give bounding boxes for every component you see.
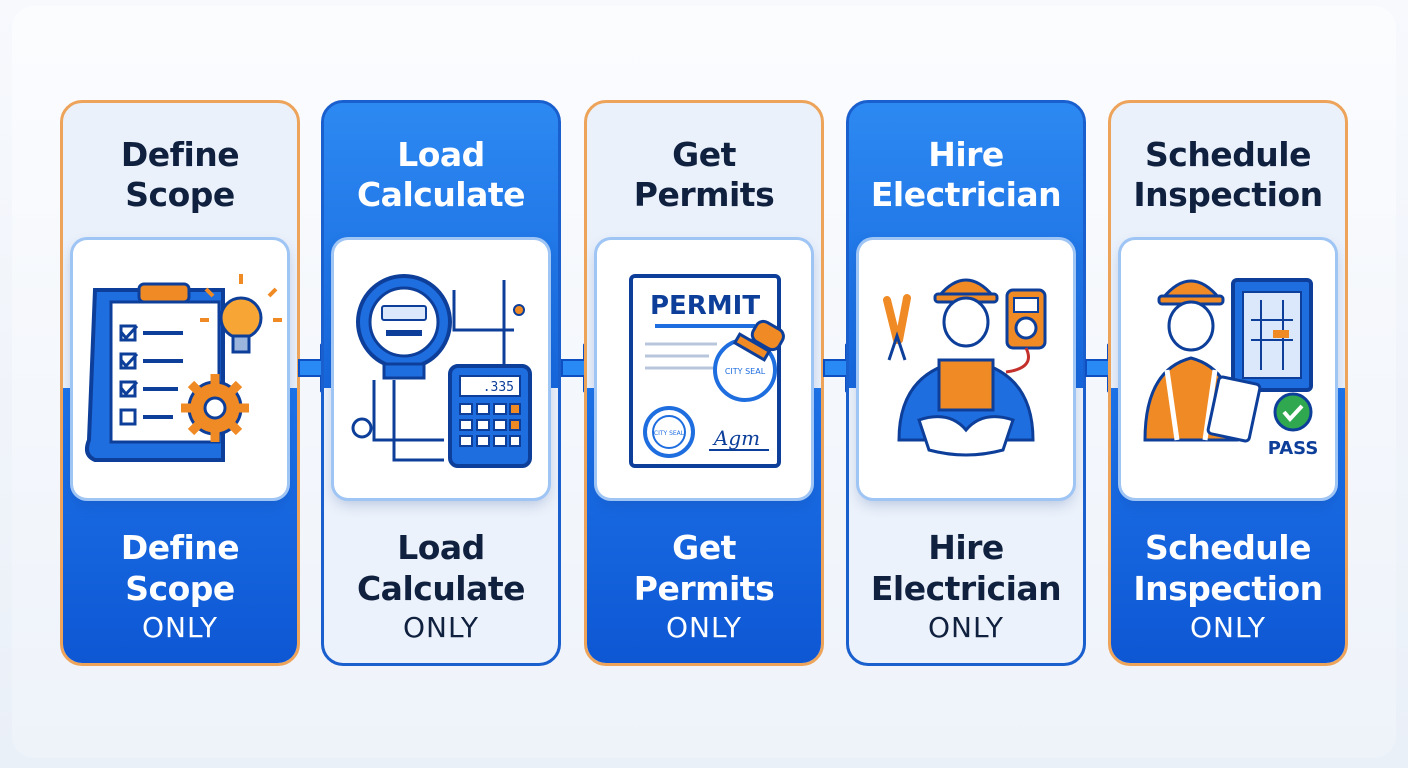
step-illustration bbox=[73, 240, 287, 498]
signature: Agm bbox=[712, 426, 760, 450]
step-label-line: Permits bbox=[633, 569, 775, 608]
only-label: ONLY bbox=[142, 611, 218, 644]
electrician-handshake-icon bbox=[883, 278, 1047, 457]
step-illustration: PERMIT CITY SEAL CITY SEAL Agm bbox=[597, 240, 811, 498]
only-label: ONLY bbox=[666, 611, 742, 644]
step-title-line: Hire bbox=[928, 135, 1004, 174]
step-title-line: Schedule bbox=[1144, 135, 1312, 174]
step-title-line: Inspection bbox=[1133, 175, 1323, 214]
step-card-get-permits: Get Permits PERMIT CITY SEAL CITY SEAL A… bbox=[584, 100, 824, 666]
step-title: Hire Electrician bbox=[849, 135, 1083, 215]
step-illustration bbox=[859, 240, 1073, 498]
stamp-text: CITY SEAL bbox=[725, 367, 766, 376]
step-card-schedule-inspection: Schedule Inspection PASS Schedule Inspec… bbox=[1108, 100, 1348, 666]
seal-text: CITY SEAL bbox=[654, 430, 685, 437]
step-title: Schedule Inspection bbox=[1111, 135, 1345, 215]
permit-document-icon: PERMIT CITY SEAL CITY SEAL Agm bbox=[629, 274, 785, 468]
step-label-line: Load bbox=[397, 528, 485, 567]
step-title: Get Permits bbox=[587, 135, 821, 215]
step-title-line: Scope bbox=[125, 175, 235, 214]
permit-heading: PERMIT bbox=[650, 291, 760, 321]
step-card-load-calculate: Load Calculate .335 Load Calculate ONLY bbox=[321, 100, 561, 666]
step-label-line: Calculate bbox=[356, 569, 526, 608]
step-title-line: Load bbox=[397, 135, 485, 174]
step-label-line: Inspection bbox=[1133, 569, 1323, 608]
step-title-line: Calculate bbox=[356, 175, 526, 214]
step-card-hire-electrician: Hire Electrician Hire Electrician ONLY bbox=[846, 100, 1086, 666]
only-label: ONLY bbox=[403, 611, 479, 644]
step-title-line: Define bbox=[120, 135, 240, 174]
step-label-bottom: Hire Electrician ONLY bbox=[849, 527, 1083, 647]
step-title: Load Calculate bbox=[324, 135, 558, 215]
step-label-bottom: Get Permits ONLY bbox=[587, 527, 821, 647]
step-illustration: PASS bbox=[1121, 240, 1335, 498]
step-title-line: Permits bbox=[633, 175, 775, 214]
step-label-bottom: Load Calculate ONLY bbox=[324, 527, 558, 647]
step-label-line: Scope bbox=[125, 569, 235, 608]
blueprint-checklist-icon bbox=[85, 274, 282, 462]
step-label-line: Get bbox=[672, 528, 736, 567]
step-label-line: Schedule bbox=[1144, 528, 1312, 567]
step-title: Define Scope bbox=[63, 135, 297, 215]
step-label-line: Electrician bbox=[870, 569, 1062, 608]
step-label-line: Define bbox=[120, 528, 240, 567]
step-title-line: Electrician bbox=[870, 175, 1062, 214]
step-title-line: Get bbox=[672, 135, 736, 174]
step-label-bottom: Define Scope ONLY bbox=[63, 527, 297, 647]
calc-display: .335 bbox=[483, 380, 514, 395]
step-card-define-scope: Define Scope Define Scope ONLY bbox=[60, 100, 300, 666]
only-label: ONLY bbox=[928, 611, 1004, 644]
step-label-line: Hire bbox=[928, 528, 1004, 567]
only-label: ONLY bbox=[1190, 611, 1266, 644]
step-label-bottom: Schedule Inspection ONLY bbox=[1111, 527, 1345, 647]
meter-calculator-icon: .335 bbox=[351, 274, 532, 468]
pass-label: PASS bbox=[1268, 438, 1319, 459]
step-illustration: .335 bbox=[334, 240, 548, 498]
inspector-pass-icon: PASS bbox=[1143, 278, 1319, 459]
